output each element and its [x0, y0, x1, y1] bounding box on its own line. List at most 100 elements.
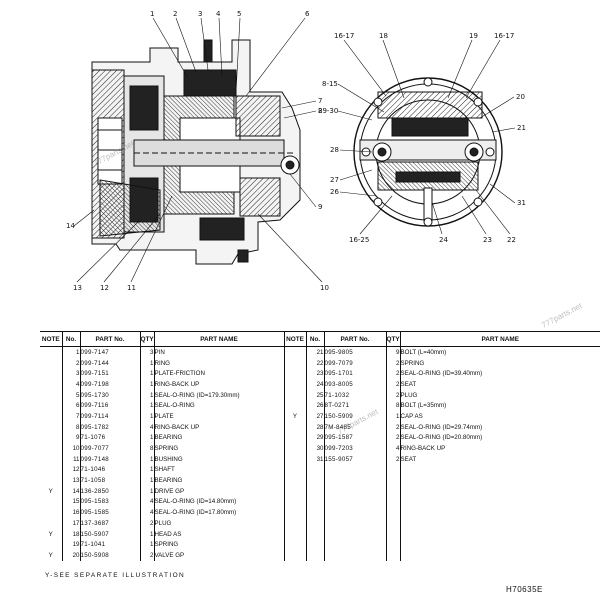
item-no-cell: 5 — [62, 389, 81, 401]
item-no-cell: 12 — [62, 464, 81, 476]
part-number-cell — [324, 539, 387, 551]
note-cell — [284, 475, 307, 486]
svg-text:4: 4 — [216, 10, 221, 18]
qty-cell: 2 — [140, 550, 155, 561]
part-name-cell: SEAL-O-RING (ID=20.80mm) — [400, 434, 483, 442]
table-header-row: NOTE No. PART No. QTY PART NAME NOTE No.… — [40, 331, 600, 347]
qty-cell: 1 — [140, 379, 155, 390]
part-name-cell: SEAL-O-RING (ID=17.80mm) — [154, 507, 285, 518]
note-cell — [40, 496, 63, 508]
qty-cell: 1 — [140, 453, 155, 465]
footnote: Y-SEE SEPARATE ILLUSTRATION — [45, 572, 186, 579]
part-number-cell: 71-1032 — [324, 389, 387, 401]
svg-text:24: 24 — [439, 236, 448, 244]
item-no-cell: 29 — [306, 432, 325, 444]
col-header-no: No. — [62, 331, 81, 347]
col-header-qty: QTY — [386, 331, 401, 347]
qty-cell: 4 — [140, 507, 155, 518]
note-cell — [284, 518, 307, 529]
part-name-cell: HEAD AS — [154, 528, 285, 540]
col-header-part-no: PART No. — [324, 331, 387, 347]
part-name-cell: SPRING — [154, 539, 285, 551]
col-header-note: NOTE — [40, 331, 63, 347]
note-cell: Y — [284, 411, 307, 422]
qty-cell: 2 — [386, 379, 401, 390]
part-name-cell: DRIVE GP — [154, 485, 285, 497]
col-header-part-no: PART No. — [80, 331, 141, 347]
qty-cell: 1 — [140, 432, 155, 444]
part-number-cell: 71-1076 — [80, 432, 141, 444]
svg-text:18: 18 — [379, 32, 388, 40]
col-header-no: No. — [306, 331, 325, 347]
part-number-cell: 099-7144 — [80, 357, 141, 369]
item-no-cell: 9 — [62, 432, 81, 444]
note-cell — [284, 485, 307, 497]
part-name-cell: SEAL-O-RING (ID=14.80mm) — [154, 496, 285, 508]
note-cell — [40, 443, 63, 454]
svg-text:16-25: 16-25 — [349, 236, 369, 244]
item-no-cell: 17 — [62, 518, 81, 529]
part-name-cell: CAP AS — [400, 412, 423, 420]
part-number-cell: 095-1585 — [80, 507, 141, 518]
part-number-cell: 7M-8485 — [324, 421, 387, 433]
item-no-cell: 18 — [62, 528, 81, 540]
note-cell — [40, 400, 63, 412]
part-number-cell: 093-8005 — [324, 379, 387, 390]
part-number-cell: 137-3687 — [80, 518, 141, 529]
part-name-cell: RING — [154, 357, 285, 369]
item-no-cell: 23 — [306, 368, 325, 380]
note-cell — [284, 507, 307, 518]
qty-cell: 9 — [386, 346, 401, 358]
item-no-cell: 22 — [306, 357, 325, 369]
svg-text:20: 20 — [516, 93, 525, 101]
note-cell — [284, 539, 307, 551]
item-no-cell: 21 — [306, 346, 325, 358]
part-name-cell — [400, 507, 600, 518]
item-no-cell: 26 — [306, 400, 325, 412]
item-no-cell — [306, 507, 325, 518]
part-name-cell: BOLT (L=40mm) — [400, 348, 447, 356]
motor-cross-section-drawing — [91, 39, 301, 265]
note-cell — [284, 379, 307, 390]
item-no-cell: 7 — [62, 411, 81, 422]
note-cell — [40, 539, 63, 551]
item-no-cell: 14 — [62, 485, 81, 497]
part-name-cell: SEAL-O-RING (ID=29.74mm) — [400, 423, 483, 431]
part-name-cell: BEARING — [154, 432, 285, 444]
note-cell: Y — [40, 550, 63, 561]
item-no-cell: 10 — [62, 443, 81, 454]
item-no-cell: 4 — [62, 379, 81, 390]
part-number-cell: 095-1782 — [80, 421, 141, 433]
part-number-cell — [324, 464, 387, 476]
part-name-cell: PLATE — [154, 411, 285, 422]
note-cell — [284, 453, 307, 465]
part-number-cell: 099-7114 — [80, 411, 141, 422]
part-name-cell — [400, 497, 600, 508]
part-name-cell: BOLT (L=35mm) — [400, 402, 447, 410]
qty-cell — [386, 485, 401, 497]
document-id: H70635E — [506, 585, 543, 594]
part-number-cell: 71-1041 — [80, 539, 141, 551]
qty-cell — [386, 539, 401, 551]
svg-text:12: 12 — [100, 284, 109, 292]
note-cell: Y — [40, 485, 63, 497]
part-number-cell: 155-9057 — [324, 453, 387, 465]
svg-text:21: 21 — [517, 124, 526, 132]
qty-cell: 8 — [386, 400, 401, 412]
note-cell — [40, 421, 63, 433]
part-number-cell — [324, 507, 387, 518]
part-name-cell — [400, 465, 600, 476]
qty-cell: 4 — [140, 496, 155, 508]
qty-cell — [386, 496, 401, 508]
